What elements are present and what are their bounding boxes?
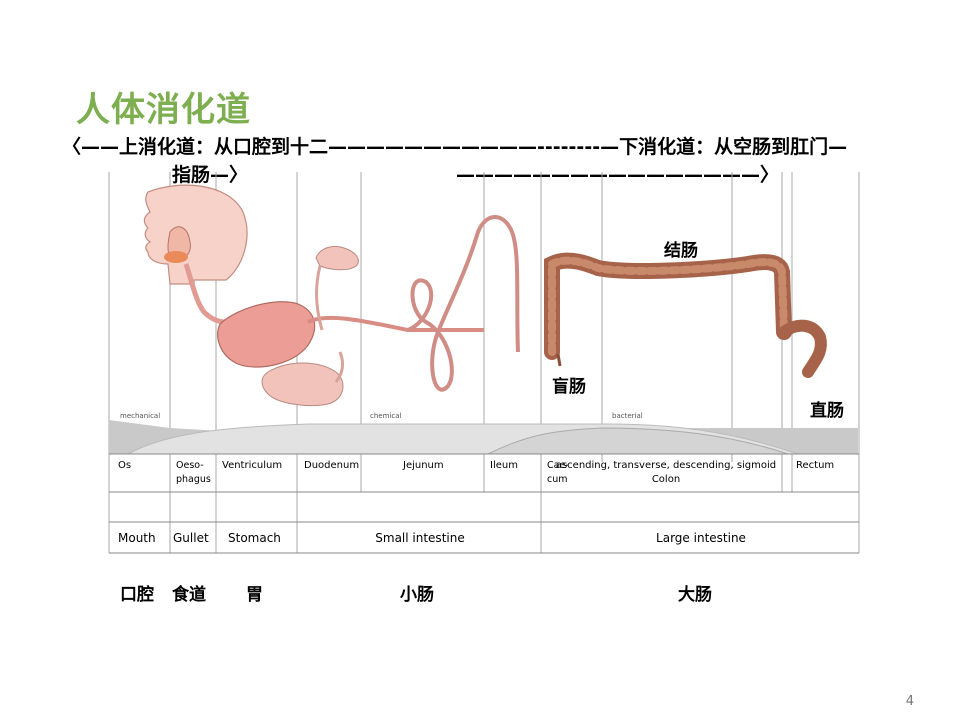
region-label-small-intestine: Small intestine: [375, 531, 464, 545]
segment-label-caecum-2: cum: [547, 474, 568, 485]
label-gullet-cn: 食道: [172, 585, 206, 605]
label-colon-cn: 结肠: [664, 241, 698, 261]
small-intestine-tube: [407, 215, 520, 392]
subtitle-line-1: 〈——上消化道：从口腔到十二———————————--------—下消化道：从…: [62, 136, 848, 158]
mechanical-label: mechanical: [120, 412, 160, 420]
segment-label-colon-1: ascending, transverse, descending, sigmo…: [556, 460, 776, 471]
segment-label-os: Os: [118, 460, 131, 471]
pancreas-shape: [261, 362, 344, 407]
segment-label-ventriculum: Ventriculum: [222, 460, 282, 471]
label-caecum-cn: 盲肠: [552, 377, 586, 397]
subtitle-line-2-right: ————————————————〉: [456, 164, 780, 186]
region-label-stomach: Stomach: [228, 531, 281, 545]
segment-label-rectum: Rectum: [796, 460, 834, 471]
head-illustration: [143, 184, 248, 285]
digestive-tract-svg: mechanical chemical bacterial: [108, 172, 860, 554]
slide-title: 人体消化道: [76, 90, 251, 130]
colon-illustration: [544, 252, 827, 378]
label-large-intestine-cn: 大肠: [678, 585, 712, 605]
segment-label-caecum-1: Cae-: [547, 460, 569, 471]
segment-label-oesophagus-2: phagus: [176, 474, 211, 485]
segment-label-ileum: Ileum: [490, 460, 518, 471]
segment-table: [109, 453, 859, 554]
chemical-label: chemical: [370, 412, 401, 420]
label-stomach-cn: 胃: [246, 585, 263, 605]
segment-label-colon-2: Colon: [652, 474, 680, 485]
label-mouth-cn: 口腔: [120, 585, 154, 605]
subtitle-line-2-left: 指肠—〉: [172, 164, 249, 186]
region-label-mouth: Mouth: [118, 531, 156, 545]
segment-label-jejunum: Jejunum: [402, 460, 444, 471]
digestive-tract-diagram: mechanical chemical bacterial: [108, 172, 860, 555]
page-number: 4: [905, 694, 914, 709]
region-label-gullet: Gullet: [173, 531, 209, 545]
stomach-shape: [217, 301, 316, 368]
region-label-large-intestine: Large intestine: [656, 531, 746, 545]
digestion-band: [109, 420, 858, 455]
segment-label-duodenum: Duodenum: [304, 460, 359, 471]
bacterial-label: bacterial: [612, 412, 643, 420]
esophagus-tube: [183, 263, 227, 325]
label-small-intestine-cn: 小肠: [400, 585, 434, 605]
label-rectum-cn: 直肠: [810, 401, 844, 421]
segment-label-oesophagus-1: Oeso-: [176, 460, 204, 471]
